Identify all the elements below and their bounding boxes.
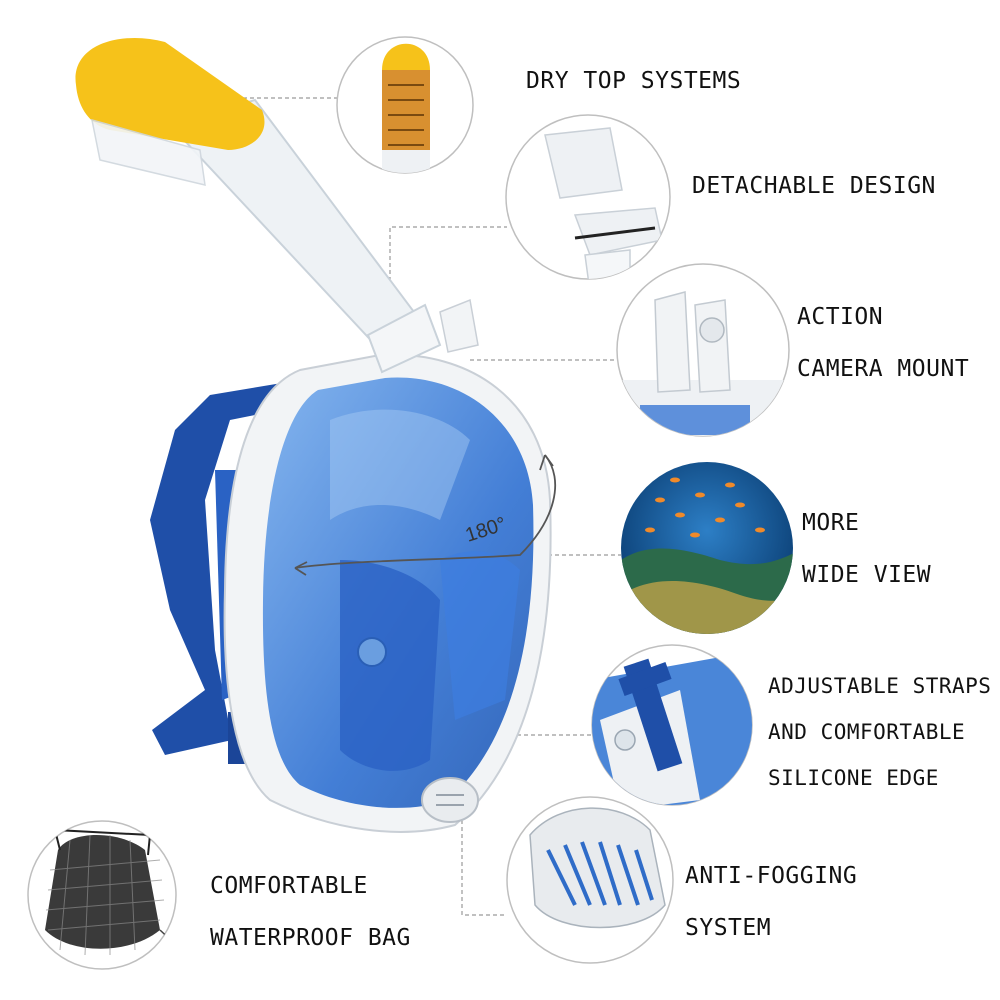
mesh-bag-circle xyxy=(27,820,177,970)
strap-detail-circle xyxy=(591,644,753,806)
feature-label-wide-view-2: WIDE VIEW xyxy=(802,562,932,588)
feature-label-straps-2: AND COMFORTABLE xyxy=(768,720,966,744)
snorkel-tube xyxy=(75,37,442,374)
feature-label-straps-3: SILICONE EDGE xyxy=(768,766,939,790)
feature-label-bag-2: WATERPROOF BAG xyxy=(210,925,411,951)
feature-label-anti-fog-2: SYSTEM xyxy=(685,915,772,941)
feature-label-anti-fog-1: ANTI-FOGGING xyxy=(685,863,858,889)
detachable-detail-circle xyxy=(505,114,671,280)
anti-fog-detail-circle xyxy=(506,796,674,964)
feature-label-bag-1: COMFORTABLE xyxy=(210,873,368,899)
feature-label-straps-1: ADJUSTABLE STRAPS xyxy=(768,674,992,698)
camera-mount-detail-circle xyxy=(616,263,790,437)
feature-label-detachable: DETACHABLE DESIGN xyxy=(692,173,936,199)
feature-label-wide-view-1: MORE xyxy=(802,510,860,536)
reef-view-circle xyxy=(621,462,793,634)
dry-top-detail-circle xyxy=(336,36,474,174)
full-face-mask xyxy=(223,298,552,833)
feature-label-dry-top: DRY TOP SYSTEMS xyxy=(526,68,742,94)
feature-label-camera-mount-2: CAMERA MOUNT xyxy=(797,356,970,382)
feature-label-camera-mount-1: ACTION xyxy=(797,304,884,330)
